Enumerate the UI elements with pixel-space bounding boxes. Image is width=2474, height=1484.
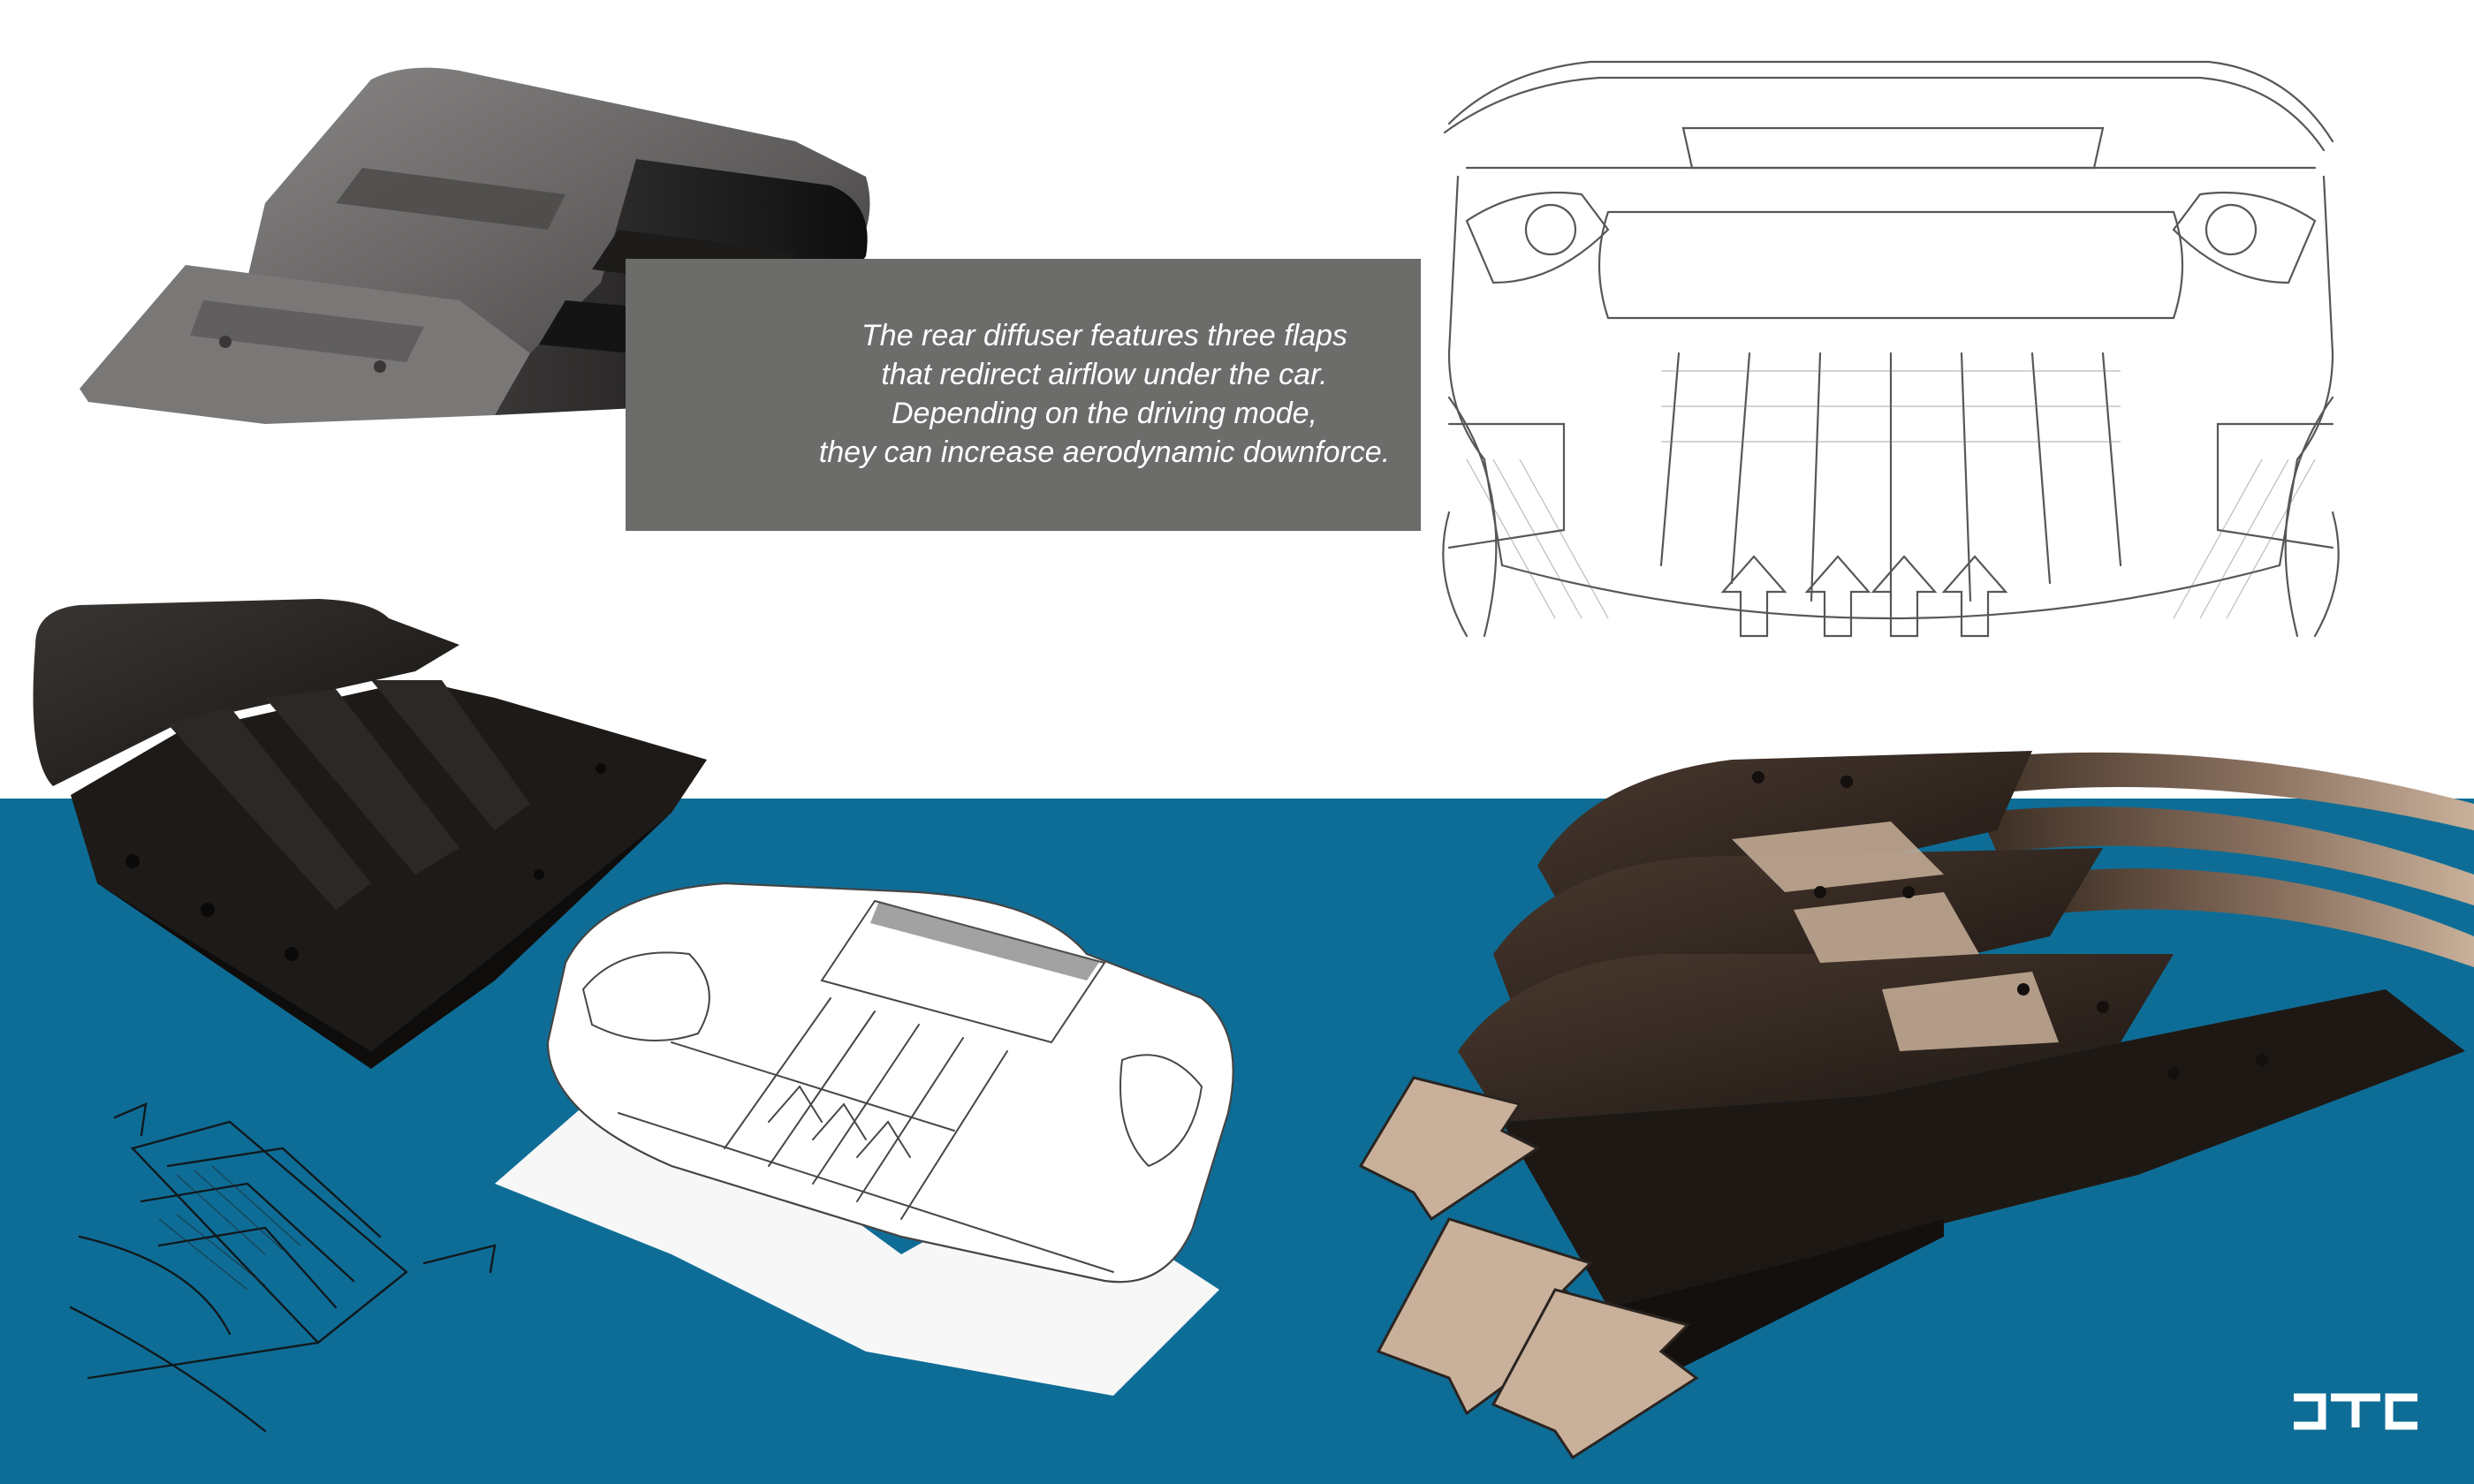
- caption-line: that redirect airflow under the car.: [881, 358, 1328, 391]
- caption-box: [626, 259, 1421, 531]
- caption-line: Depending on the driving mode,: [892, 397, 1317, 430]
- caption-text: The rear diffuser features three flaps t…: [672, 316, 1537, 472]
- caption-line: The rear diffuser features three flaps: [861, 319, 1347, 352]
- caption-line: they can increase aerodynamic downforce.: [818, 435, 1391, 469]
